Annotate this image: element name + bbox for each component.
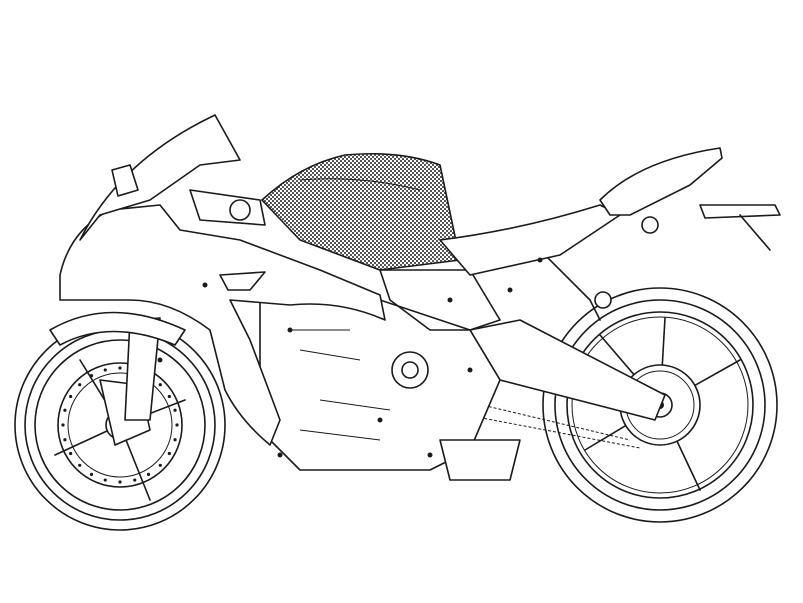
rear-indicator bbox=[699, 204, 781, 219]
disc-hole bbox=[78, 463, 82, 467]
disc-hole bbox=[78, 383, 82, 387]
front-wheel bbox=[14, 319, 226, 531]
disc-hole bbox=[63, 438, 67, 442]
bolt bbox=[202, 282, 208, 288]
disc-hole bbox=[167, 451, 171, 456]
mirror bbox=[111, 164, 139, 197]
front-fender bbox=[49, 311, 186, 346]
exhaust-collector bbox=[439, 439, 521, 481]
rear-spokes bbox=[584, 317, 741, 491]
disc-hole bbox=[158, 383, 162, 387]
engine bbox=[259, 299, 521, 481]
bolt bbox=[377, 417, 383, 423]
disc-hole bbox=[61, 423, 65, 427]
disc-hole bbox=[175, 423, 179, 427]
bolt bbox=[277, 452, 283, 458]
license-bracket bbox=[739, 214, 771, 251]
tail-bolt bbox=[641, 216, 659, 234]
bolt bbox=[537, 257, 543, 263]
disc-hole bbox=[103, 368, 107, 372]
bolt bbox=[467, 367, 473, 373]
disc-hole bbox=[173, 408, 177, 412]
bolt bbox=[507, 287, 513, 293]
bolt bbox=[287, 327, 293, 333]
disc-hole bbox=[167, 394, 171, 399]
rear-shock bbox=[539, 249, 601, 321]
windscreen bbox=[79, 114, 241, 241]
fuel-tank bbox=[260, 152, 461, 271]
disc-hole bbox=[173, 438, 177, 442]
disc-hole bbox=[146, 472, 151, 476]
disc-hole bbox=[89, 472, 94, 476]
fairing-vent bbox=[219, 271, 266, 291]
bolt bbox=[157, 357, 163, 363]
bolt bbox=[447, 297, 453, 303]
disc-hole bbox=[118, 480, 122, 484]
disc-hole bbox=[69, 394, 73, 399]
disc-hole bbox=[118, 366, 122, 370]
disc-hole bbox=[158, 463, 162, 467]
bolt bbox=[427, 452, 433, 458]
handlebar-clamp bbox=[189, 189, 266, 226]
footpeg bbox=[594, 291, 612, 309]
disc-hole bbox=[63, 408, 67, 412]
bolts bbox=[157, 257, 543, 458]
tail-section bbox=[599, 147, 723, 216]
disc-hole bbox=[133, 478, 137, 482]
disc-holes bbox=[61, 366, 179, 484]
disc-hole bbox=[103, 478, 107, 482]
disc-hole bbox=[69, 451, 73, 456]
handlebar-end bbox=[229, 199, 251, 221]
seat bbox=[439, 204, 621, 276]
